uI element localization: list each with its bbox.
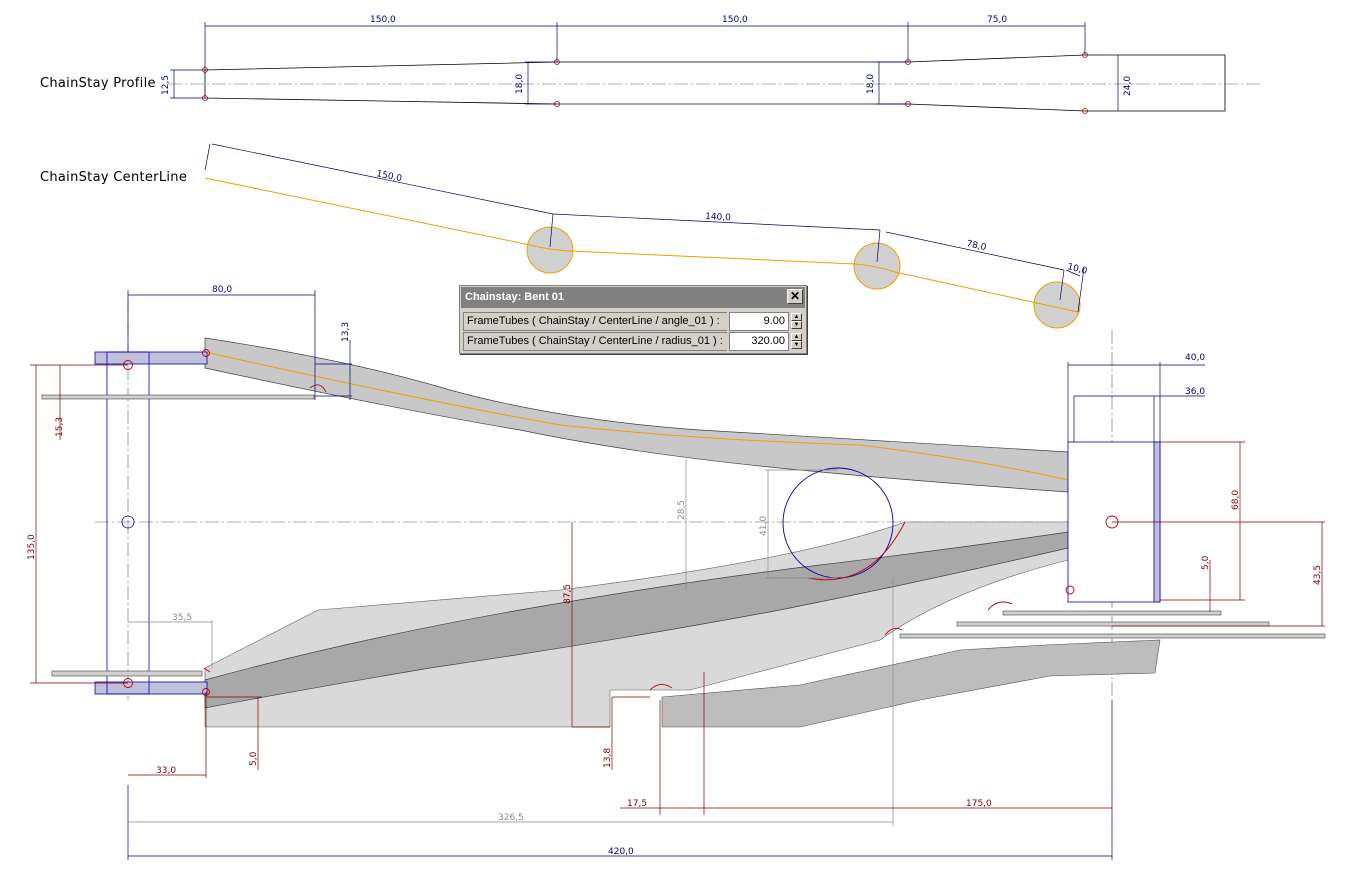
dim-top-133: 13,3 (341, 322, 351, 342)
centerline-dim-4: 10,0 (1066, 262, 1088, 277)
dim-left-153: 15,3 (55, 417, 65, 437)
centerline-main (204, 351, 1069, 481)
label-chainstay-centerline: ChainStay CenterLine (40, 170, 188, 185)
radius-input[interactable]: 320.00 (729, 332, 789, 351)
dim-red-1750: 175,0 (966, 799, 992, 809)
dim-bottom-50: 5,0 (249, 751, 259, 766)
rear-cogs (899, 610, 1326, 639)
dim-top-80: 80,0 (212, 285, 232, 295)
main-grey-dims (128, 460, 894, 826)
main-red-dims (30, 364, 1325, 815)
radius-spin-down-icon[interactable]: ▼ (791, 341, 802, 349)
centerline-view (204, 177, 1081, 329)
dialog-title: Chainstay: Bent 01 (461, 287, 805, 308)
centerline-dim-2: 140,0 (705, 212, 732, 223)
angle-spinner: ▲ ▼ (791, 313, 802, 330)
profile-h-mid2: 18,0 (866, 74, 876, 94)
profile-dimension-labels: 150,0 150,0 75,0 12,5 18,0 18,0 24,0 (161, 15, 1133, 96)
dim-grey-3265: 326,5 (498, 813, 524, 823)
radius-label: FrameTubes ( ChainStay / CenterLine / ra… (463, 332, 727, 351)
main-dimension-labels: 80,0 13,3 15,3 135,0 35,5 33,0 5,0 28,5 … (27, 285, 1323, 857)
dim-blue-4200: 420,0 (608, 847, 634, 857)
angle-label: FrameTubes ( ChainStay / CenterLine / an… (463, 312, 727, 331)
centerline-dimensions (204, 143, 1085, 313)
dim-right-360: 36,0 (1185, 387, 1205, 397)
dim-mid-285: 28,5 (677, 500, 687, 520)
radius-spinner: ▲ ▼ (791, 333, 802, 350)
dim-red-175a: 17,5 (627, 799, 647, 809)
chainrings (41, 394, 315, 677)
profile-h-mid1: 18,0 (515, 74, 525, 94)
chainstay-upper-tube (204, 337, 1069, 493)
dialog-row-angle: FrameTubes ( ChainStay / CenterLine / an… (463, 312, 803, 331)
centerline-dim-1: 150,0 (375, 169, 403, 184)
radius-spin-up-icon[interactable]: ▲ (791, 333, 802, 341)
dim-bottom-330: 33,0 (156, 766, 176, 776)
dim-right-435: 43,5 (1313, 565, 1323, 585)
label-chainstay-profile: ChainStay Profile (40, 76, 156, 91)
dim-right-680: 68,0 (1231, 490, 1241, 510)
dialog-close-button[interactable]: ✕ (787, 289, 803, 304)
dropout-lower-tab (661, 639, 1161, 728)
profile-h-end: 24,0 (1123, 76, 1133, 96)
profile-h-start: 12,5 (161, 75, 171, 95)
dim-grey-355: 35,5 (172, 613, 192, 623)
bottom-bracket (94, 351, 208, 695)
angle-spin-up-icon[interactable]: ▲ (791, 313, 802, 321)
dialog-row-radius: FrameTubes ( ChainStay / CenterLine / ra… (463, 332, 803, 351)
angle-spin-down-icon[interactable]: ▼ (791, 321, 802, 329)
dim-right-400: 40,0 (1185, 353, 1205, 363)
angle-input[interactable]: 9.00 (729, 312, 789, 331)
profile-dim-2: 150,0 (722, 15, 748, 25)
dim-mid-410: 41,0 (759, 516, 769, 536)
chainstay-bent-dialog: Chainstay: Bent 01 ✕ FrameTubes ( ChainS… (459, 285, 807, 354)
profile-dim-1: 150,0 (370, 15, 396, 25)
dim-red-875: 87,5 (563, 584, 573, 604)
chainstay-profile-view (168, 54, 1260, 112)
profile-dim-3: 75,0 (987, 15, 1007, 25)
main-blue-dims (127, 290, 1205, 860)
profile-dimensions (170, 22, 1119, 111)
dim-red-138: 13,8 (603, 748, 613, 768)
dim-right-50: 5,0 (1201, 555, 1211, 570)
centerline-dim-3: 78,0 (965, 239, 987, 253)
dim-left-1350: 135,0 (27, 534, 37, 560)
